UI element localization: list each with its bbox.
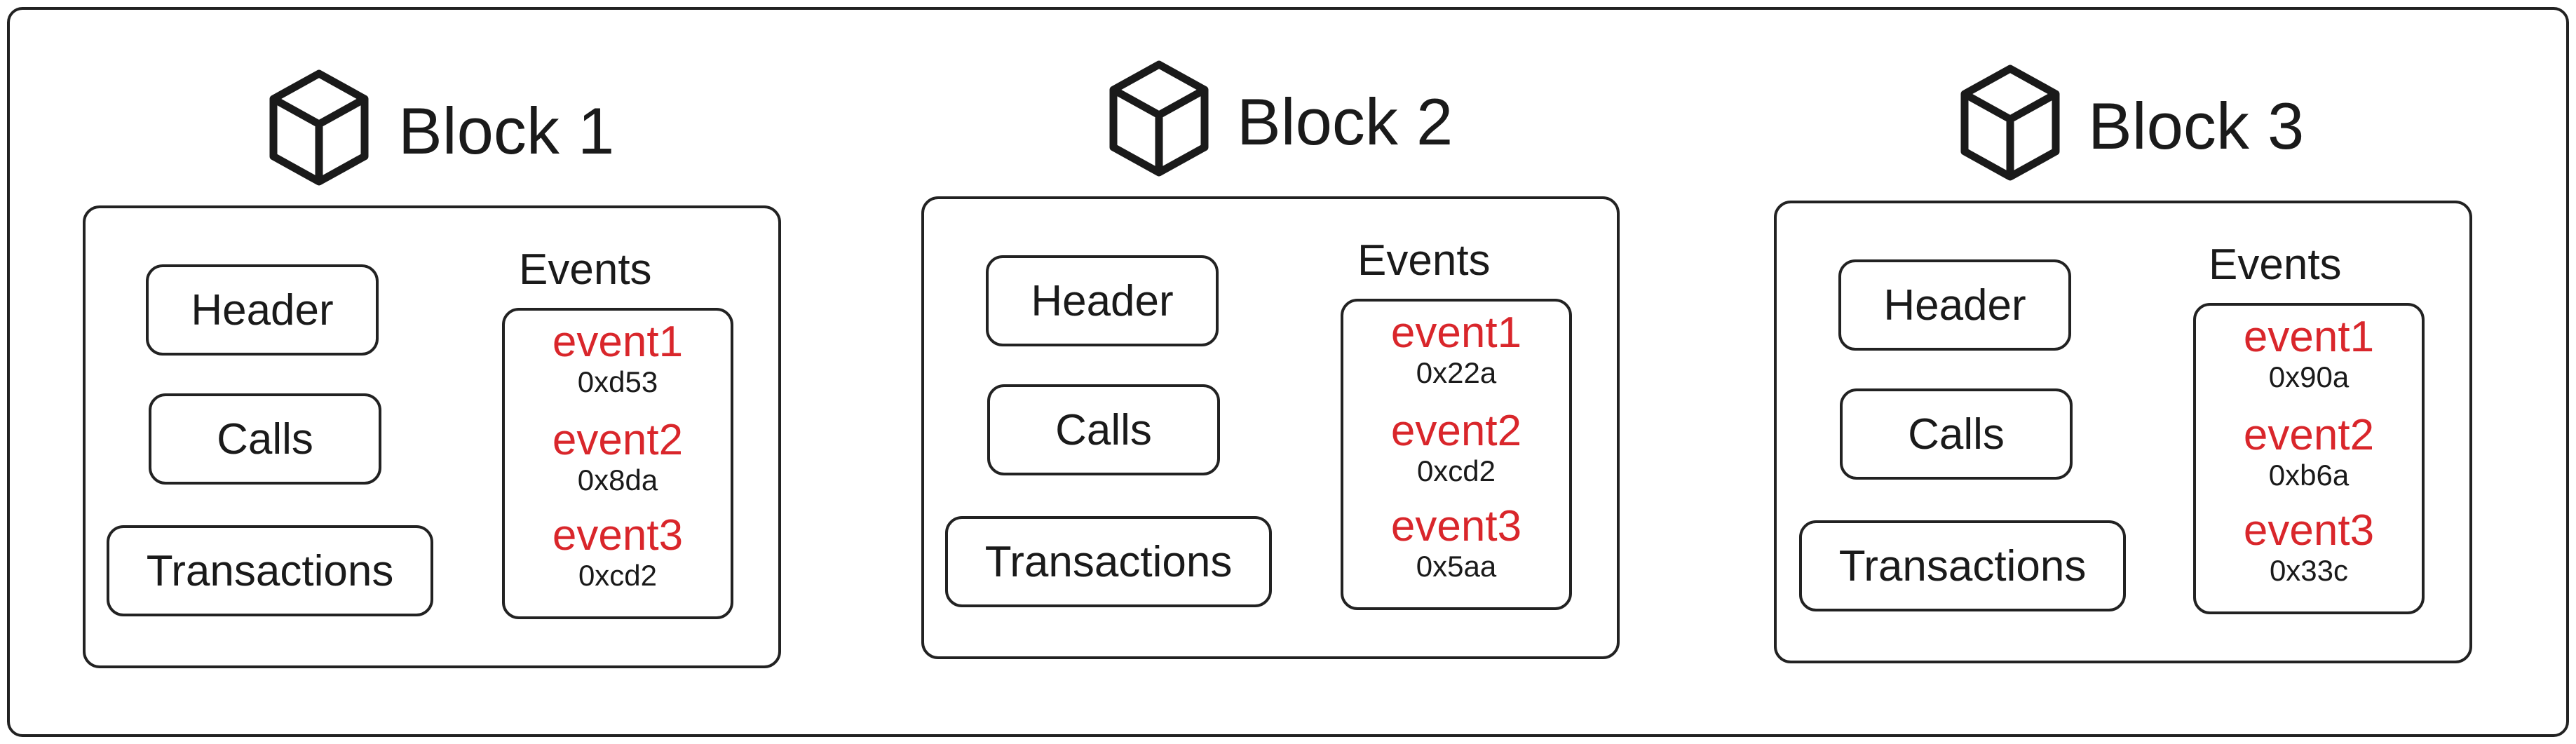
header-box: Header: [986, 255, 1219, 346]
event-name: event1: [552, 318, 684, 366]
header-box: Header: [1838, 259, 2071, 351]
event-item: event2 0xb6a: [2196, 412, 2422, 493]
events-label: Events: [1357, 236, 1491, 285]
event-item: event3 0x5aa: [1343, 503, 1569, 584]
event-hash: 0x22a: [1416, 356, 1497, 390]
block-title: Block 1: [83, 60, 784, 207]
block-container: Header Calls Transactions Events event1 …: [83, 205, 781, 668]
event-hash: 0x33c: [2269, 554, 2349, 588]
event-name: event1: [2243, 313, 2375, 361]
event-name: event3: [552, 511, 684, 560]
event-item: event2 0x8da: [505, 417, 731, 498]
block-title-text: Block 1: [398, 94, 615, 168]
event-item: event2 0xcd2: [1343, 408, 1569, 489]
event-hash: 0xcd2: [1416, 454, 1496, 488]
event-item: event1 0xd53: [505, 319, 731, 400]
transactions-box: Transactions: [945, 516, 1272, 607]
event-hash: 0x90a: [2268, 360, 2350, 394]
transactions-box: Transactions: [107, 525, 433, 616]
event-hash: 0x5aa: [1416, 550, 1497, 583]
block-title: Block 2: [921, 50, 1622, 198]
calls-box: Calls: [149, 393, 381, 485]
header-box: Header: [146, 264, 379, 356]
block-3: Block 3 Header Calls Transactions Events…: [1774, 55, 2475, 700]
cube-icon: [1960, 65, 2060, 181]
event-item: event3 0xcd2: [505, 513, 731, 593]
block-title: Block 3: [1774, 55, 2475, 202]
event-hash: 0xb6a: [2268, 459, 2350, 492]
calls-box: Calls: [1840, 388, 2073, 480]
block-container: Header Calls Transactions Events event1 …: [1774, 201, 2472, 663]
events-box: event1 0xd53 event2 0x8da event3 0xcd2: [502, 308, 733, 619]
event-item: event3 0x33c: [2196, 508, 2422, 588]
cube-icon: [1109, 60, 1209, 177]
event-item: event1 0x22a: [1343, 310, 1569, 391]
block-1: Block 1 Header Calls Transactions Events…: [83, 60, 784, 705]
block-container: Header Calls Transactions Events event1 …: [921, 196, 1620, 659]
event-name: event1: [1390, 309, 1522, 357]
event-name: event3: [1390, 502, 1522, 550]
event-hash: 0x8da: [577, 464, 658, 497]
events-box: event1 0x90a event2 0xb6a event3 0x33c: [2193, 303, 2425, 614]
events-label: Events: [2209, 241, 2342, 289]
events-label: Events: [519, 245, 652, 294]
calls-box: Calls: [987, 384, 1220, 475]
event-hash: 0xd53: [577, 365, 658, 399]
diagram-frame: [7, 7, 2569, 737]
event-name: event2: [1390, 407, 1522, 455]
event-hash: 0xcd2: [578, 559, 658, 593]
transactions-box: Transactions: [1799, 520, 2126, 611]
event-name: event2: [552, 416, 684, 464]
event-name: event2: [2243, 411, 2375, 459]
event-name: event3: [2243, 506, 2375, 555]
block-title-text: Block 3: [2088, 89, 2305, 163]
events-box: event1 0x22a event2 0xcd2 event3 0x5aa: [1341, 299, 1572, 610]
block-title-text: Block 2: [1237, 85, 1453, 158]
block-2: Block 2 Header Calls Transactions Events…: [921, 50, 1622, 696]
cube-icon: [269, 69, 369, 186]
event-item: event1 0x90a: [2196, 314, 2422, 395]
